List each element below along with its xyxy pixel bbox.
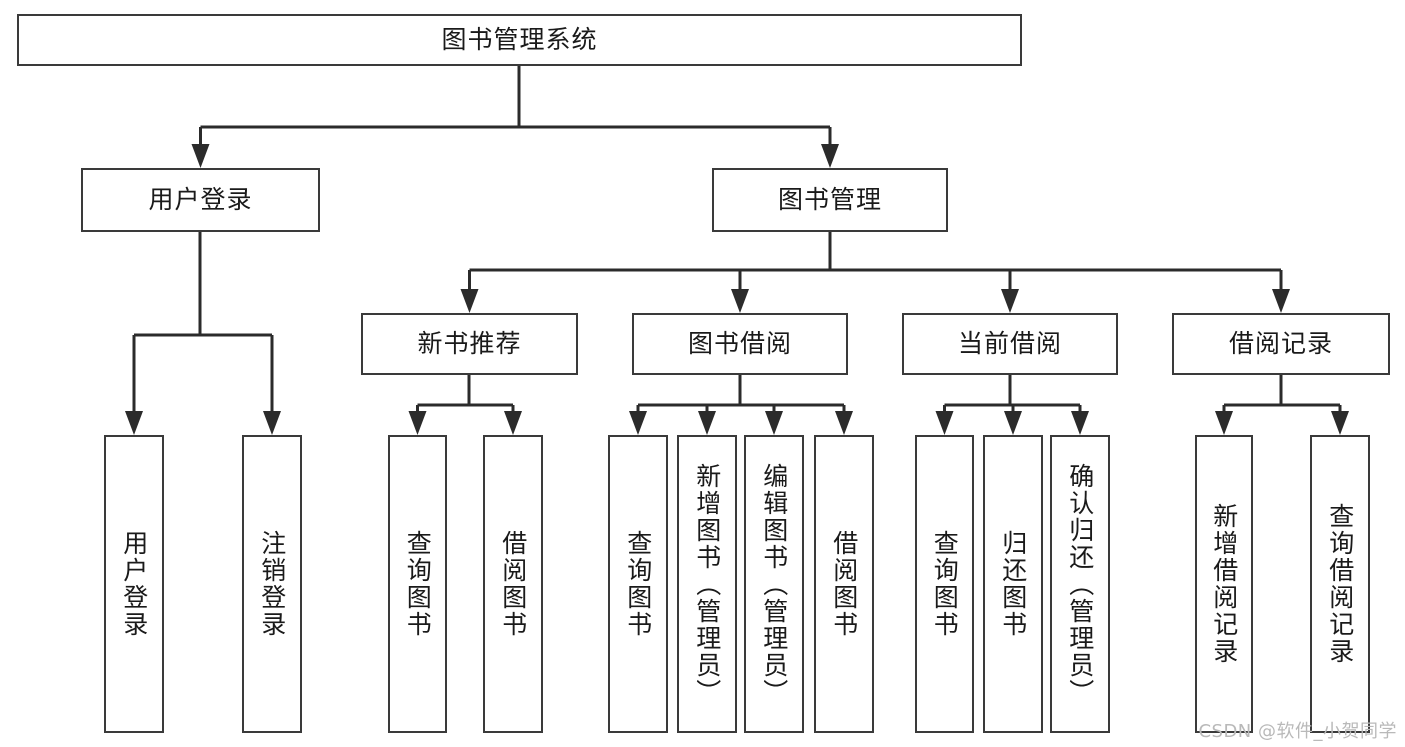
csdn-watermark: CSDN @软件_小贺同学 xyxy=(1198,721,1397,742)
node-label: 借阅记录 xyxy=(1228,329,1333,359)
node-label: 用户登录 xyxy=(148,185,253,215)
node-label: 借阅图书 xyxy=(498,530,528,638)
node-label: 确认归还（管理员） xyxy=(1065,462,1095,706)
node-leaf-query-book-cur[interactable]: 查询图书 xyxy=(915,435,974,733)
node-leaf-user-login[interactable]: 用户登录 xyxy=(104,435,164,733)
node-label: 新增借阅记录 xyxy=(1209,503,1239,665)
node-leaf-add-book[interactable]: 新增图书（管理员） xyxy=(677,435,737,733)
node-leaf-query-book-rec[interactable]: 查询图书 xyxy=(388,435,447,733)
node-label: 新书推荐 xyxy=(417,329,522,359)
node-leaf-user-logout[interactable]: 注销登录 xyxy=(242,435,302,733)
node-leaf-add-record[interactable]: 新增借阅记录 xyxy=(1195,435,1253,733)
node-leaf-confirm-return[interactable]: 确认归还（管理员） xyxy=(1050,435,1110,733)
node-label: 查询图书 xyxy=(930,530,960,638)
node-label: 图书管理系统 xyxy=(441,25,598,55)
node-leaf-borrow-book[interactable]: 借阅图书 xyxy=(814,435,874,733)
node-label: 查询图书 xyxy=(623,530,653,638)
node-label: 编辑图书（管理员） xyxy=(759,462,789,706)
node-leaf-edit-book[interactable]: 编辑图书（管理员） xyxy=(744,435,804,733)
node-current-borrow[interactable]: 当前借阅 xyxy=(902,313,1118,375)
node-label: 图书借阅 xyxy=(687,329,792,359)
node-label: 借阅图书 xyxy=(829,530,859,638)
node-new-book-rec[interactable]: 新书推荐 xyxy=(361,313,578,375)
node-label: 当前借阅 xyxy=(957,329,1062,359)
node-leaf-borrow-book-rec[interactable]: 借阅图书 xyxy=(483,435,543,733)
node-label: 归还图书 xyxy=(998,530,1028,638)
node-book-manage[interactable]: 图书管理 xyxy=(712,168,948,232)
node-leaf-return-book[interactable]: 归还图书 xyxy=(983,435,1043,733)
node-label: 查询图书 xyxy=(403,530,433,638)
node-root[interactable]: 图书管理系统 xyxy=(17,14,1022,66)
node-user-login[interactable]: 用户登录 xyxy=(81,168,320,232)
node-label: 新增图书（管理员） xyxy=(692,462,722,706)
node-label: 用户登录 xyxy=(119,530,149,638)
node-borrow-record[interactable]: 借阅记录 xyxy=(1172,313,1390,375)
node-label: 图书管理 xyxy=(777,185,882,215)
node-label: 注销登录 xyxy=(257,530,287,638)
node-leaf-query-record[interactable]: 查询借阅记录 xyxy=(1310,435,1370,733)
node-leaf-query-book[interactable]: 查询图书 xyxy=(608,435,668,733)
node-book-borrow[interactable]: 图书借阅 xyxy=(632,313,848,375)
node-label: 查询借阅记录 xyxy=(1325,503,1355,665)
